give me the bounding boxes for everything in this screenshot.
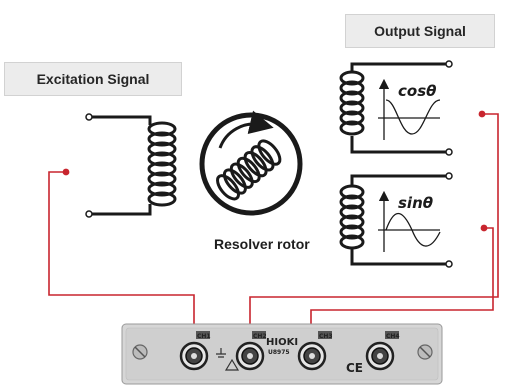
- ce-mark: CE: [346, 361, 363, 375]
- analog-unit-panel: CH1 CH2 CH3 CH4: [121, 323, 443, 385]
- sin-wave-icon: [378, 190, 441, 252]
- bnc-connector-icon: [235, 341, 265, 371]
- screw-icon: [132, 344, 148, 360]
- cos-theta-label: cosθ: [398, 82, 436, 100]
- warning-icon: [224, 358, 240, 371]
- model-label: U8975: [268, 349, 290, 356]
- cos-wave-icon: [378, 78, 441, 140]
- ch3-label: CH3: [319, 333, 333, 340]
- cos-coil-icon: [339, 62, 446, 154]
- screw-icon: [417, 344, 433, 360]
- sin-terminals: [445, 172, 453, 268]
- resolver-rotor-label: Resolver rotor: [214, 236, 310, 252]
- signal-wires: [48, 113, 499, 338]
- cos-terminals: [445, 60, 453, 156]
- rotation-arrow-icon: [218, 110, 274, 149]
- ch1-label: CH1: [197, 333, 211, 340]
- bnc-connector-icon: [297, 341, 327, 371]
- resolver-rotor-icon: [199, 110, 303, 216]
- cos-wire: [249, 113, 499, 338]
- brand-label: HIOKI: [266, 337, 298, 348]
- wire-end-dots: [62, 110, 488, 232]
- sin-theta-label: sinθ: [398, 194, 433, 212]
- sin-coil-icon: [339, 174, 446, 266]
- bnc-connector-icon: [365, 341, 395, 371]
- ground-icon: [216, 348, 226, 358]
- excitation-wire: [48, 171, 195, 338]
- bnc-connector-icon: [179, 341, 209, 371]
- excitation-terminals: [85, 113, 93, 218]
- ch2-label: CH2: [253, 333, 267, 340]
- output-signal-label: Output Signal: [345, 14, 495, 48]
- excitation-coil-icon: [92, 115, 177, 216]
- excitation-signal-label: Excitation Signal: [4, 62, 182, 96]
- sin-wire: [310, 227, 494, 338]
- ch4-label: CH4: [386, 333, 400, 340]
